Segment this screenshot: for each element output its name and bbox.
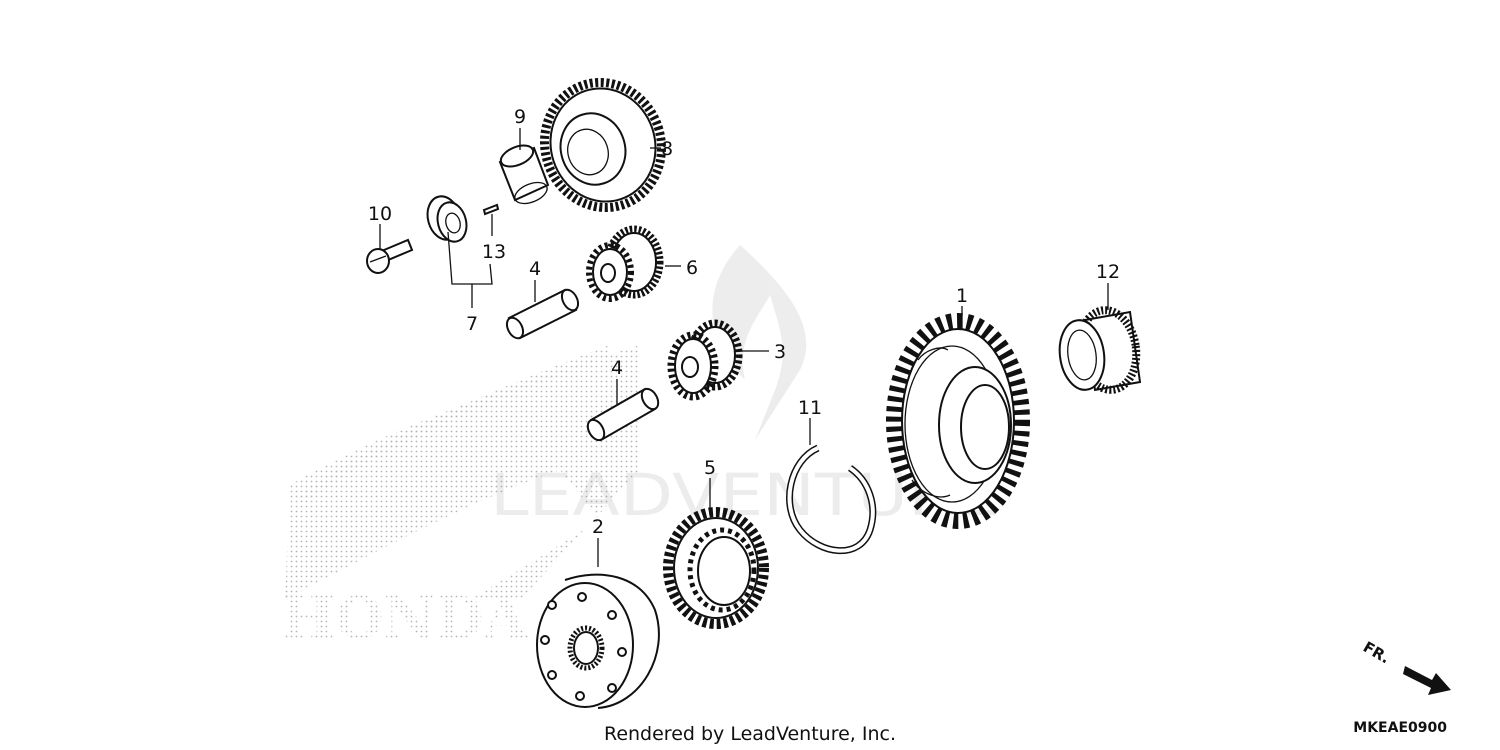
leader-lines bbox=[379, 128, 1109, 567]
callout-1: 1 bbox=[956, 285, 968, 307]
callout-6: 6 bbox=[686, 257, 698, 279]
callout-5: 5 bbox=[704, 457, 716, 479]
part-13-pin[interactable] bbox=[482, 203, 500, 216]
callout-3: 3 bbox=[774, 341, 786, 363]
diagram-code: MKEAE0900 bbox=[1353, 720, 1447, 736]
callout-10: 10 bbox=[368, 203, 392, 225]
part-4-shaft-upper[interactable] bbox=[504, 287, 582, 341]
callout-8: 8 bbox=[661, 138, 673, 160]
part-9-collar[interactable] bbox=[498, 141, 550, 207]
callouts: 1 2 3 4 4 5 6 7 8 9 10 11 12 13 bbox=[368, 106, 1120, 538]
front-arrow-icon bbox=[1403, 666, 1451, 695]
part-10-bolt[interactable] bbox=[366, 238, 414, 274]
callout-12: 12 bbox=[1096, 261, 1120, 283]
callout-7: 7 bbox=[466, 313, 478, 335]
part-2-clutch-outer[interactable] bbox=[536, 568, 660, 709]
callout-2: 2 bbox=[592, 516, 604, 538]
part-6-gear[interactable] bbox=[586, 225, 664, 302]
part-12-bearing[interactable] bbox=[1055, 306, 1142, 394]
part-3-gear[interactable] bbox=[667, 319, 743, 401]
part-11-snap-ring[interactable] bbox=[786, 444, 877, 555]
callout-11: 11 bbox=[798, 397, 822, 419]
callout-9: 9 bbox=[514, 106, 526, 128]
callout-4-upper: 4 bbox=[529, 258, 541, 280]
callout-13: 13 bbox=[482, 241, 506, 263]
part-5-clutch[interactable] bbox=[663, 507, 769, 629]
part-7-washer[interactable] bbox=[423, 193, 471, 245]
part-1-gear[interactable] bbox=[886, 313, 1030, 529]
front-direction-label: FR. bbox=[1360, 638, 1393, 667]
callout-4-lower: 4 bbox=[611, 357, 623, 379]
part-8-gear[interactable] bbox=[528, 67, 677, 223]
render-credit: Rendered by LeadVenture, Inc. bbox=[604, 723, 896, 745]
honda-watermark-text: HONDA bbox=[282, 584, 528, 652]
front-direction-indicator: FR. bbox=[1360, 638, 1451, 695]
honda-watermark: HONDA bbox=[282, 345, 640, 652]
part-4-shaft-lower[interactable] bbox=[584, 386, 661, 443]
